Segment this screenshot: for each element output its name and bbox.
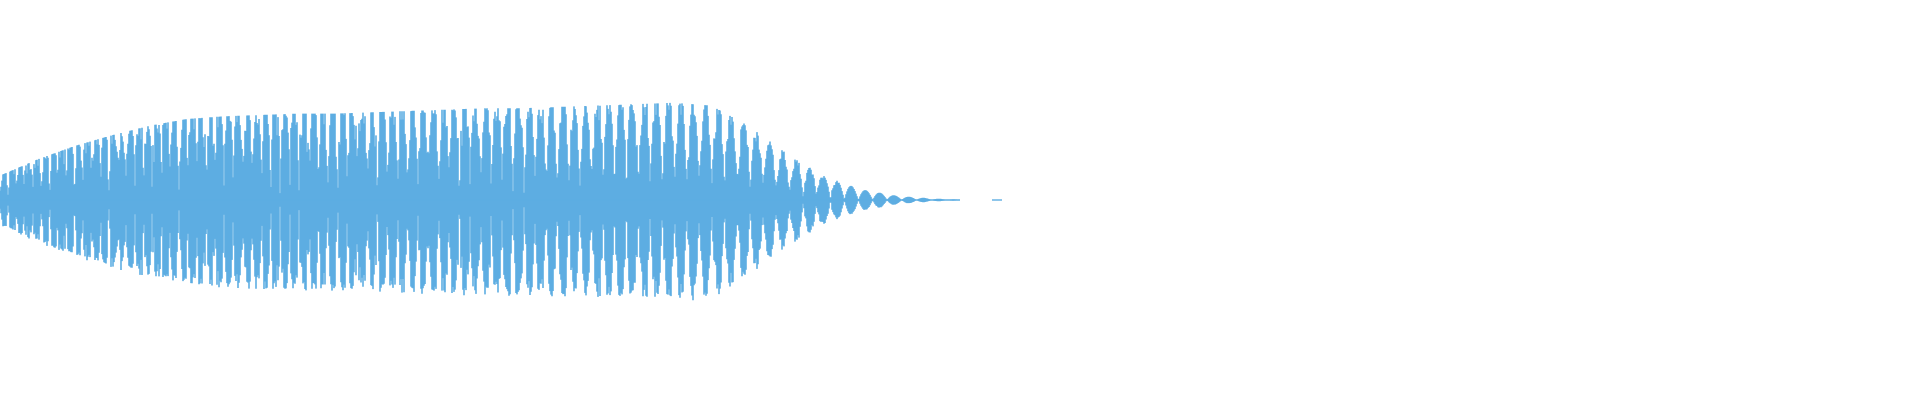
waveform-trace (0, 102, 959, 301)
waveform-bars (0, 102, 1002, 301)
